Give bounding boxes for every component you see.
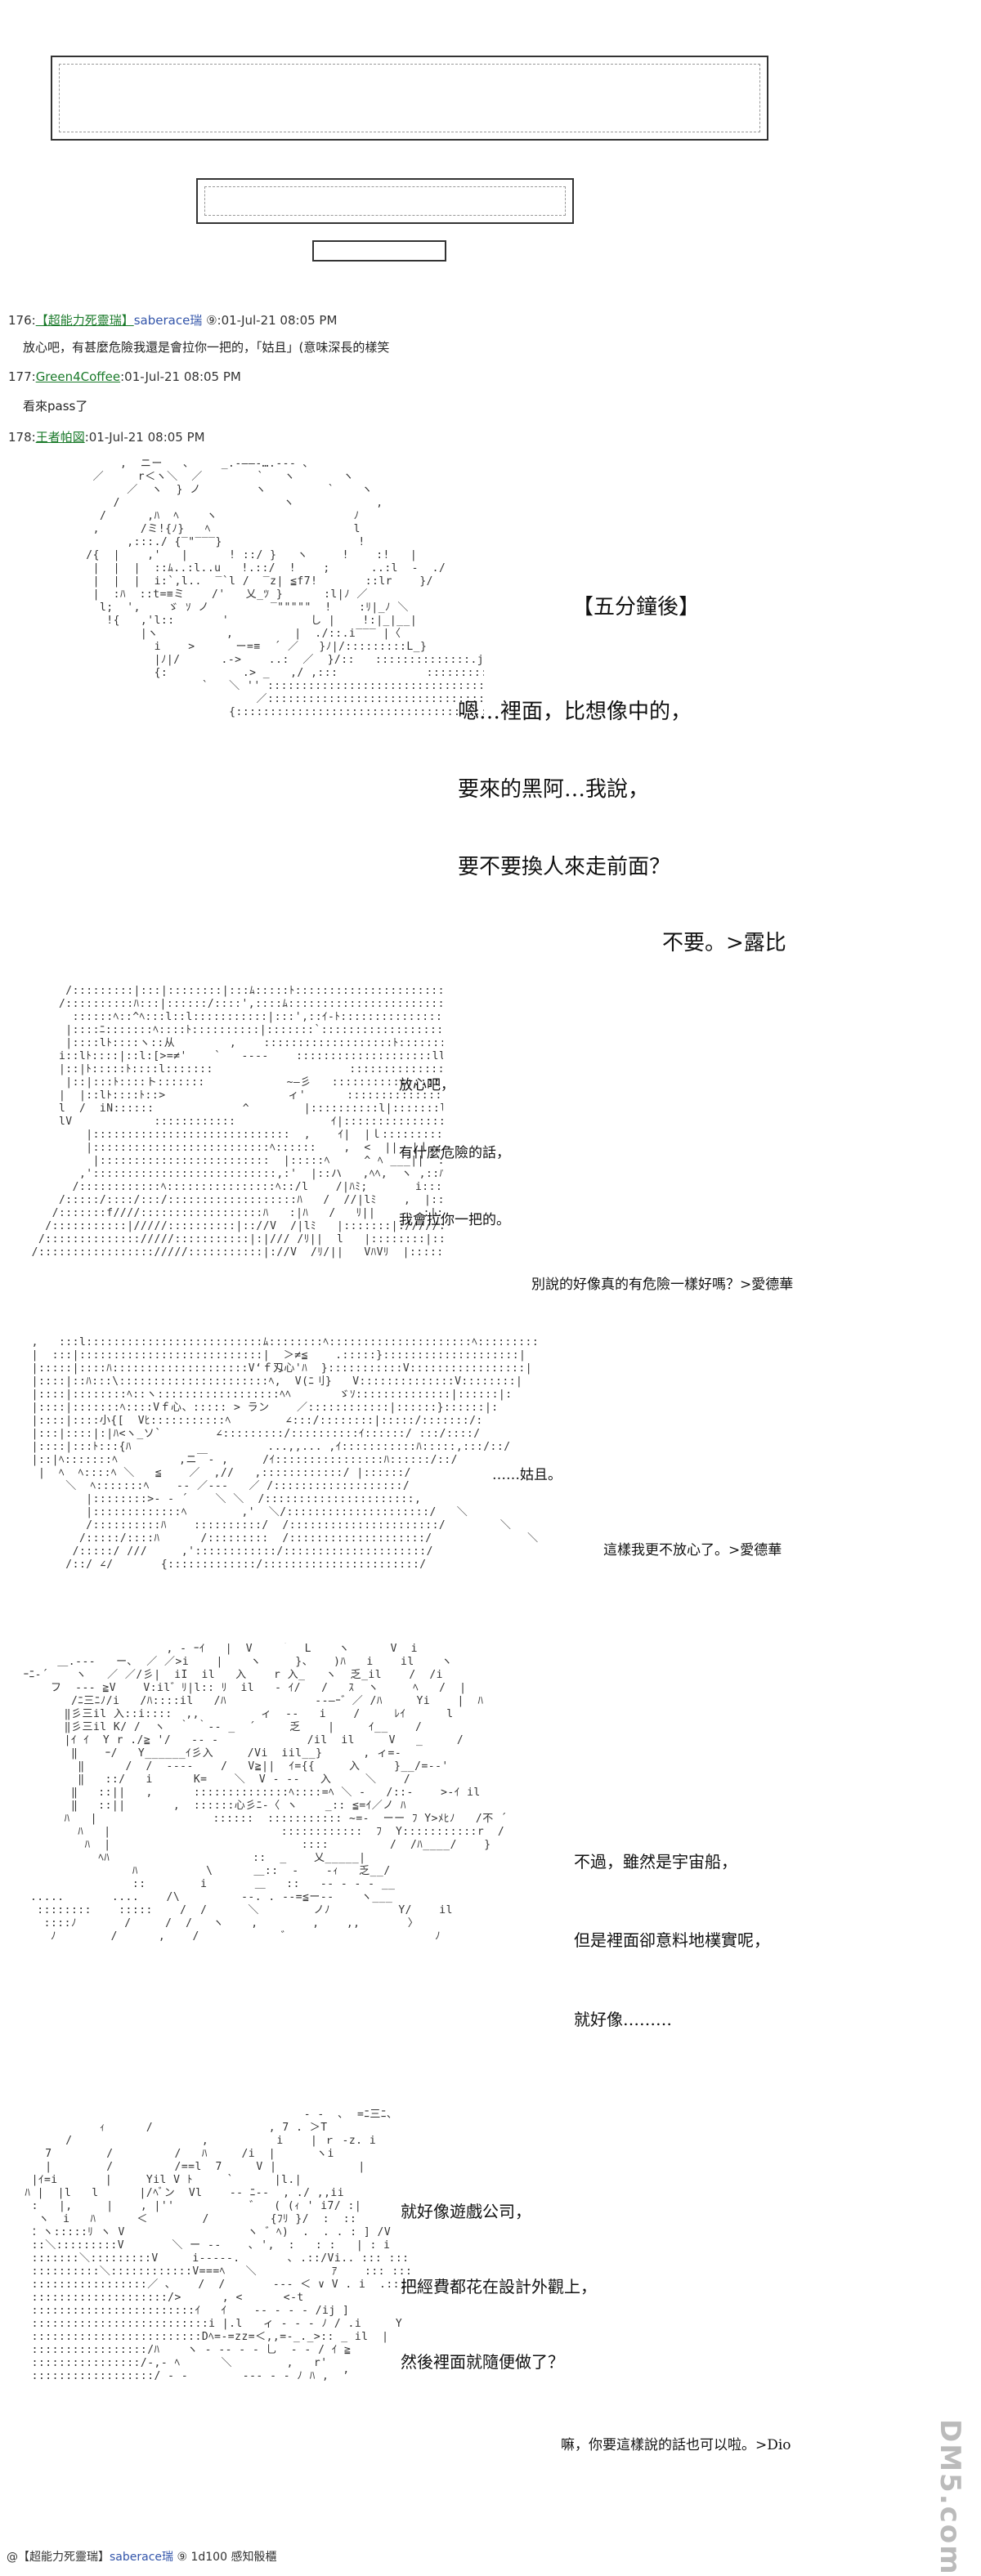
post-meta: :01-Jul-21 08:05 PM <box>120 369 241 384</box>
scene2-line-3: 我會拉你一把的。 <box>399 1212 510 1228</box>
ascii-art-scene5: ‐ ‐ ､ =ﾆ三ﾆ、 ｨ / , 7 . ＞T / , i | ｒ ‐z. i… <box>25 2109 410 2382</box>
scene1-title: 【五分鐘後】 <box>572 595 701 619</box>
site-watermark: DM5.com <box>934 2419 966 2576</box>
post-body-176: 放心吧，有甚麼危險我還是會拉你一把的，「姑且」(意味深長的樣笑 <box>23 340 390 355</box>
scene5-line-3: 然後裡面就隨便做了？ <box>401 2352 564 2372</box>
post-header-177: 177:Green4Coffee:01-Jul-21 08:05 PM <box>8 369 241 384</box>
poster-name[interactable]: 王者帕図 <box>35 430 85 445</box>
scene1-line-3: 要不要換人來走前面？ <box>458 855 671 879</box>
ascii-art-scene4: , - ｰｲ | V ｀ L ヽ V i ＿.-‐‐ ー､ ／ ／>i | ヽ … <box>23 1643 508 1943</box>
footer-meta: ⑨ 1d100 感知骰櫃 <box>173 2551 277 2564</box>
poster-name[interactable]: Green4Coffee <box>35 369 121 384</box>
ascii-art-scene1: , ニー 、 _.-――‐….-‐- ､ ／ r＜ヽ＼ ／ ` ヽ ヽ ／ ヽ … <box>86 458 484 718</box>
scene4-line-1: 不過，雖然是宇宙船， <box>574 1852 737 1872</box>
footer-poster-id[interactable]: saberace瑞 <box>110 2551 174 2564</box>
scene2-line-4: 別說的好像真的有危險一樣好嗎？>愛德華 <box>531 1277 794 1293</box>
header-frame-large <box>51 56 768 141</box>
post-number: 176: <box>8 313 36 328</box>
poster-name[interactable]: 【超能力死靈瑞】 <box>35 313 134 328</box>
ascii-art-scene2: /:::::::::|:::|::::::::|:::ﾑ:::::ﾄ::::::… <box>31 985 443 1259</box>
scene2-line-1: 放心吧， <box>399 1077 455 1093</box>
footer-post-line: @【超能力死靈瑞】saberace瑞 ⑨ 1d100 感知骰櫃 <box>7 2548 276 2565</box>
ascii-art-scene3: , :::l::::::::::::::::::::::::::ﾑ:::::::… <box>31 1336 541 1571</box>
scene4-line-2: 但是裡面卻意料地樸實呢， <box>574 1930 770 1950</box>
scene3-line-1: ……姑且。 <box>492 1467 562 1483</box>
header-frame-medium <box>196 178 574 224</box>
scene1-line-1: 嗯…裡面，比想像中的， <box>458 700 692 724</box>
post-number: 177: <box>8 369 36 384</box>
poster-id[interactable]: saberace瑞 <box>133 313 203 328</box>
post-header-178: 178:王者帕図:01-Jul-21 08:05 PM <box>8 428 205 445</box>
post-header-176: 176:【超能力死靈瑞】saberace瑞 ⑨:01-Jul-21 08:05 … <box>8 311 337 329</box>
scene1-line-4: 不要。>露比 <box>662 931 786 955</box>
scene1-line-2: 要來的黑阿…我說， <box>458 777 650 802</box>
post-number: 178: <box>8 430 36 445</box>
scene5-line-4: 嘛，你要這樣說的話也可以啦。>Dio <box>561 2437 791 2453</box>
post-body-177: 看來pass了 <box>23 399 88 414</box>
post-meta: :01-Jul-21 08:05 PM <box>84 430 205 445</box>
scene5-line-1: 就好像遊戲公司， <box>401 2202 531 2221</box>
post-meta: ⑨:01-Jul-21 08:05 PM <box>202 313 338 328</box>
header-frame-small <box>312 240 446 262</box>
scene3-line-2: 這樣我更不放心了。>愛德華 <box>603 1542 782 1559</box>
scene5-line-2: 把經費都花在設計外觀上， <box>401 2277 597 2296</box>
scene2-line-2: 有什麼危險的話， <box>399 1145 510 1161</box>
footer-poster-name[interactable]: @【超能力死靈瑞】 <box>7 2551 110 2564</box>
scene4-line-3: 就好像……… <box>574 2010 672 2029</box>
